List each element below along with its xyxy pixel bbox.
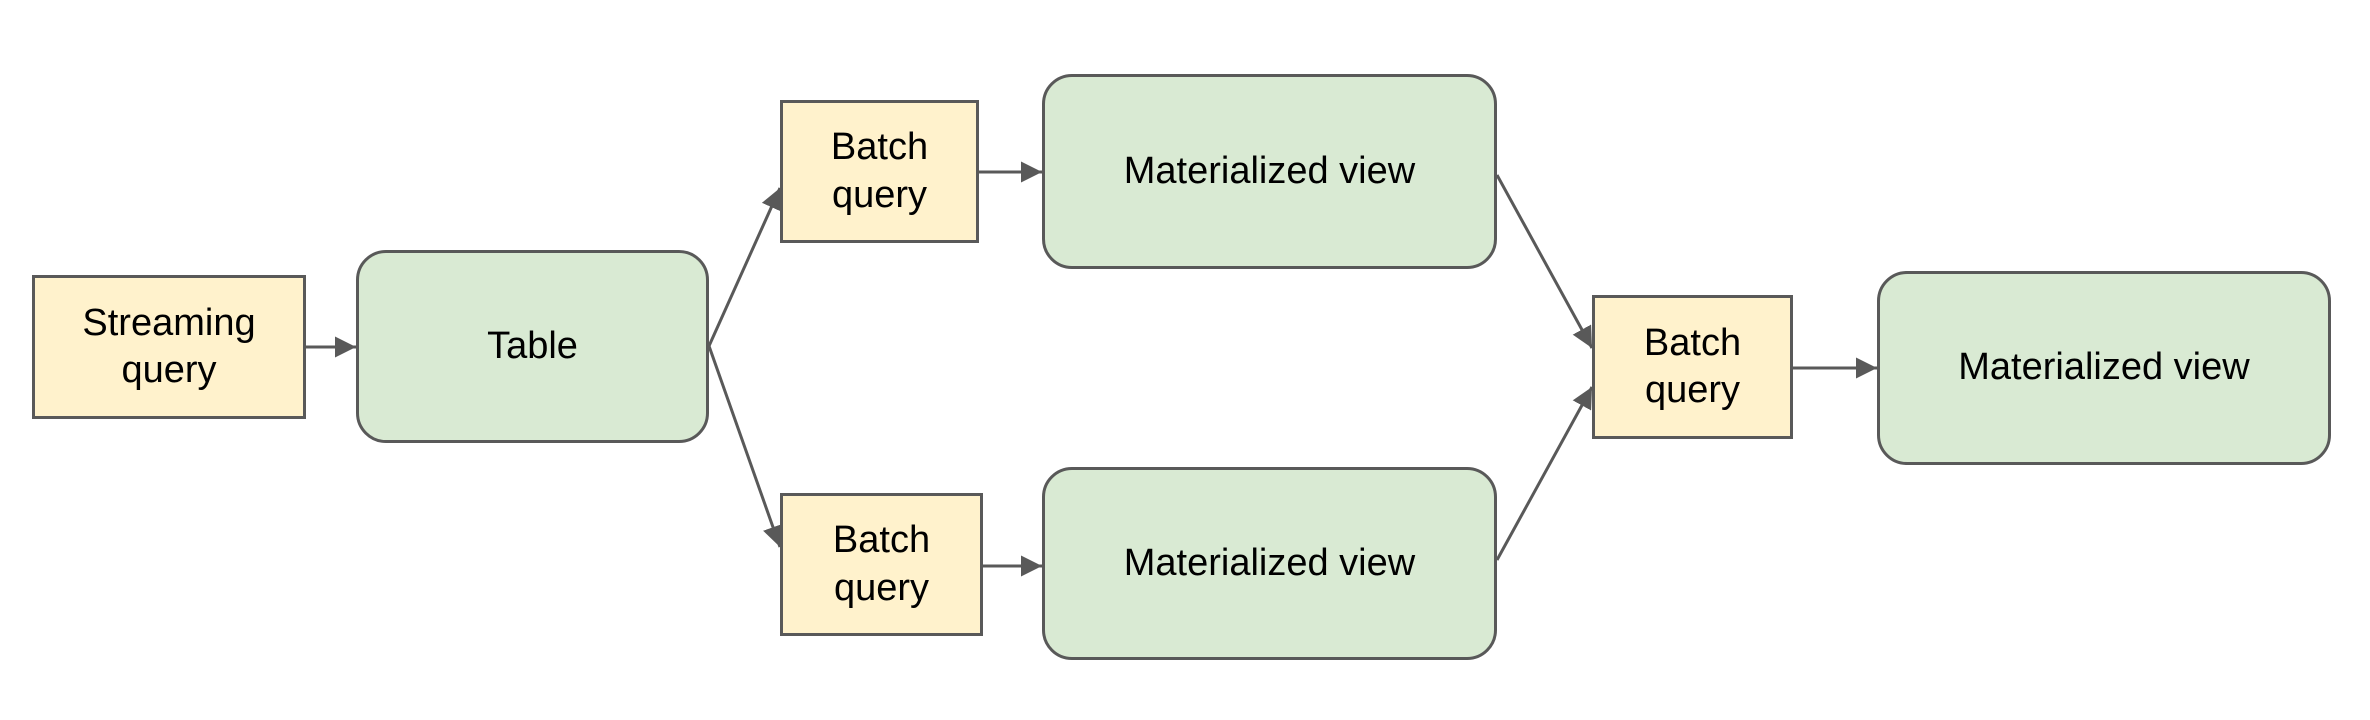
edge-materialized-view-bottom-to-batch-query-merge xyxy=(1495,386,1594,561)
node-batch-query-merge: Batch query xyxy=(1592,295,1793,439)
node-label: Batch query xyxy=(1643,321,1742,412)
node-label: Table xyxy=(487,324,578,367)
edge-table-to-batch-query-top xyxy=(707,187,782,347)
node-batch-query-top: Batch query xyxy=(780,100,979,243)
node-materialized-view-final: Materialized view xyxy=(1877,271,2331,465)
node-materialized-view-top: Materialized view xyxy=(1042,74,1497,269)
node-materialized-view-bottom: Materialized view xyxy=(1042,467,1497,660)
node-streaming-query: Streaming query xyxy=(32,275,306,419)
node-label: Materialized view xyxy=(1123,149,1416,192)
node-label: Materialized view xyxy=(1123,541,1416,584)
node-table: Table xyxy=(356,250,709,443)
node-label: Streaming query xyxy=(82,301,256,392)
edge-table-to-batch-query-bottom xyxy=(707,345,783,548)
node-label: Batch query xyxy=(830,126,929,216)
node-batch-query-bottom: Batch query xyxy=(780,493,983,636)
node-label: Batch query xyxy=(832,519,931,609)
edge-materialized-view-top-to-batch-query-merge xyxy=(1495,174,1594,349)
node-label: Materialized view xyxy=(1958,346,2250,389)
